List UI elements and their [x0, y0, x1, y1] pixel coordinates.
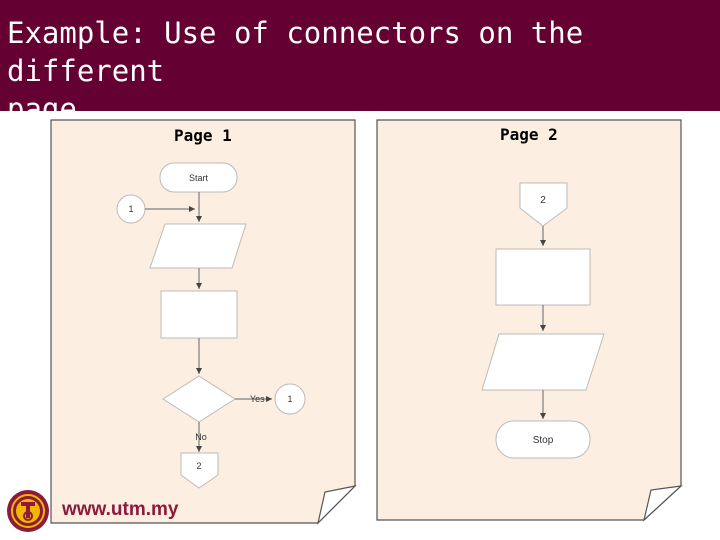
page2-process-box	[495, 248, 591, 306]
page2-sheet	[376, 119, 683, 522]
page1-offpage-connector: 2	[180, 452, 219, 489]
page1-incoming-connector: 1	[116, 194, 146, 224]
page2-offpage-connector: 2	[519, 182, 568, 227]
page1-yes-connector: 1	[274, 383, 306, 415]
footer-url: www.utm.my	[62, 499, 179, 520]
page1-start-label: Start	[189, 173, 209, 183]
page2-label: Page 2	[500, 125, 558, 144]
page1-start-terminal: Start	[159, 162, 238, 193]
page2-input-output-shape	[481, 333, 605, 391]
page1-yes-connector-label: 1	[287, 394, 292, 404]
page1-yes-label: Yes	[250, 394, 265, 404]
page2-stop-terminal: Stop	[495, 420, 591, 459]
page1-label: Page 1	[174, 126, 232, 145]
page2-offpage-connector-label: 2	[540, 195, 546, 206]
page2-stop-label: Stop	[533, 435, 554, 446]
utm-logo-icon	[7, 490, 49, 532]
page1-incoming-connector-label: 1	[128, 204, 133, 214]
page1-no-label: No	[195, 432, 207, 442]
page1-offpage-connector-label: 2	[196, 461, 201, 471]
page1-process-box	[160, 290, 238, 339]
page1-input-output-shape	[149, 223, 247, 269]
title-bar: Example: Use of connectors on the differ…	[0, 0, 720, 126]
slide-title: Example: Use of connectors on the differ…	[7, 16, 584, 126]
